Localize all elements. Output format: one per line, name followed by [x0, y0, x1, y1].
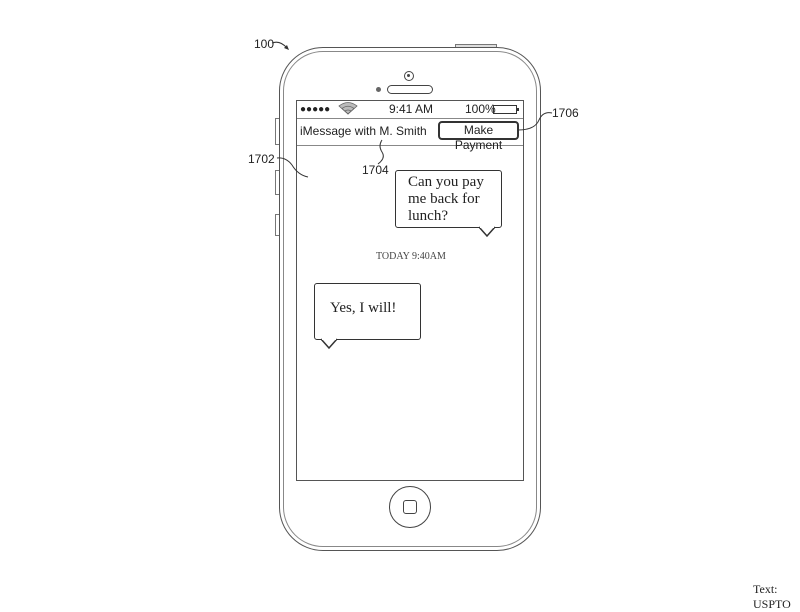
status-bar: ●●●●● 9:41 AM 100%	[297, 101, 523, 119]
message-bubble-incoming: Can you pay me back for lunch?	[395, 170, 502, 228]
conversation-title: iMessage with M. Smith	[300, 124, 427, 138]
message-timestamp: TODAY 9:40AM	[376, 251, 446, 262]
battery-percent: 100%	[465, 102, 496, 116]
message-line: lunch?	[408, 208, 448, 224]
home-button-icon	[403, 500, 417, 514]
bubble-tail-left	[320, 338, 338, 350]
screen	[296, 100, 524, 481]
mute-switch	[275, 118, 279, 145]
sensor-dot	[376, 87, 381, 92]
ref-label-payment-button: 1706	[552, 106, 579, 120]
ref-label-conversation-title: 1704	[362, 163, 389, 177]
phone-outline	[279, 47, 541, 551]
make-payment-button[interactable]: Make Payment	[438, 121, 519, 152]
speaker-grille	[387, 85, 433, 94]
volume-up-button	[275, 170, 279, 195]
message-bubble-outgoing: Yes, I will!	[314, 283, 421, 340]
signal-dots-icon: ●●●●●	[300, 104, 331, 115]
status-time: 9:41 AM	[389, 102, 434, 116]
ref-arrow-icon	[271, 41, 289, 50]
power-button	[455, 44, 497, 48]
leader-line-1702	[276, 157, 309, 178]
leader-line-1704	[377, 139, 384, 165]
wifi-icon	[338, 102, 358, 115]
home-button[interactable]	[389, 486, 431, 528]
volume-down-button	[275, 214, 279, 236]
ref-label-device: 100	[254, 37, 275, 51]
image-credit: Text: USPTO	[753, 582, 791, 611]
message-line: me back for	[408, 191, 480, 207]
message-line: Can you pay	[408, 174, 484, 190]
message-text: Yes, I will!	[330, 300, 397, 316]
bubble-tail-right	[478, 226, 496, 238]
phone-inner-outline	[283, 51, 537, 547]
nav-bar: iMessage with M. Smith Make Payment	[297, 118, 523, 152]
battery-icon	[493, 105, 519, 114]
camera-icon	[404, 71, 414, 81]
ref-label-message-area: 1702	[248, 152, 275, 166]
leader-line-1706	[517, 112, 553, 131]
